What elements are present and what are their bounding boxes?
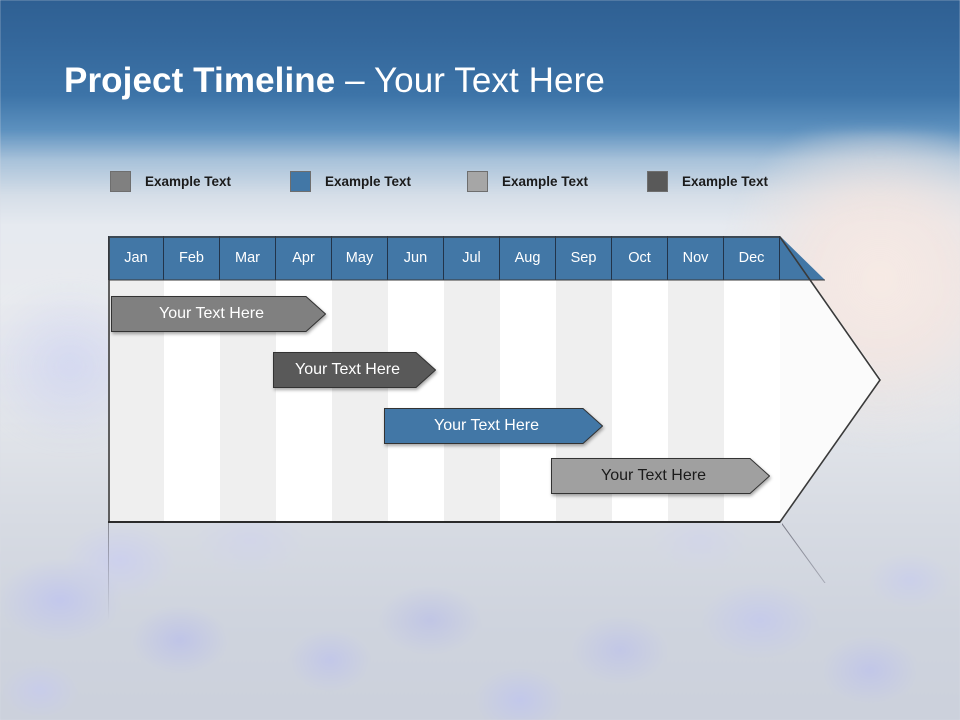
month-header-oct[interactable]: Oct xyxy=(612,236,668,280)
page-title: Project Timeline – Your Text Here xyxy=(64,58,605,104)
timeline-bar[interactable]: Your Text Here xyxy=(551,458,770,494)
timeline-bar-label: Your Text Here xyxy=(295,361,400,378)
legend-item: Example Text xyxy=(290,170,411,192)
legend-item: Example Text xyxy=(467,170,588,192)
timeline-bar-label: Your Text Here xyxy=(434,417,539,434)
month-header-sep[interactable]: Sep xyxy=(556,236,612,280)
legend-label: Example Text xyxy=(502,173,589,189)
month-header-aug[interactable]: Aug xyxy=(500,236,556,280)
month-header-jun[interactable]: Jun xyxy=(388,236,444,280)
timeline-bar-shape xyxy=(384,408,603,444)
timeline-bottom-rule xyxy=(108,521,780,523)
title-light: Your Text Here xyxy=(373,61,605,100)
timeline-reflection-diagonal xyxy=(782,523,882,583)
timeline-bar[interactable]: Your Text Here xyxy=(111,296,326,332)
timeline-bar[interactable]: Your Text Here xyxy=(384,408,603,444)
timeline-bar-label: Your Text Here xyxy=(601,467,706,484)
month-header-may[interactable]: May xyxy=(332,236,388,280)
legend-swatch-icon xyxy=(110,170,131,192)
timeline-bar[interactable]: Your Text Here xyxy=(273,352,436,388)
timeline-bar-label: Your Text Here xyxy=(159,305,264,322)
timeline-bar-shape xyxy=(273,352,436,388)
timeline-reflection-vertical xyxy=(108,523,109,620)
timeline-bar-shape xyxy=(551,458,770,494)
title-bold: Project Timeline xyxy=(64,61,336,100)
legend-label: Example Text xyxy=(325,173,412,189)
month-header-feb[interactable]: Feb xyxy=(164,236,220,280)
legend-swatch-icon xyxy=(290,170,311,192)
legend-swatch-icon xyxy=(467,170,488,192)
legend-item: Example Text xyxy=(110,170,231,192)
legend: Example Text Example Text Example Text Exam… xyxy=(110,170,830,192)
month-header-apr[interactable]: Apr xyxy=(276,236,332,280)
legend-swatch-icon xyxy=(647,170,668,192)
title-dash: – xyxy=(335,61,374,100)
month-header-jan[interactable]: Jan xyxy=(108,236,164,280)
month-header-nov[interactable]: Nov xyxy=(668,236,724,280)
month-header-jul[interactable]: Jul xyxy=(444,236,500,280)
legend-item: Example Text xyxy=(647,170,768,192)
legend-label: Example Text xyxy=(682,173,769,189)
month-header-mar[interactable]: Mar xyxy=(220,236,276,280)
timeline-bar-shape xyxy=(111,296,326,332)
legend-label: Example Text xyxy=(145,173,232,189)
month-header-dec[interactable]: Dec xyxy=(724,236,780,280)
